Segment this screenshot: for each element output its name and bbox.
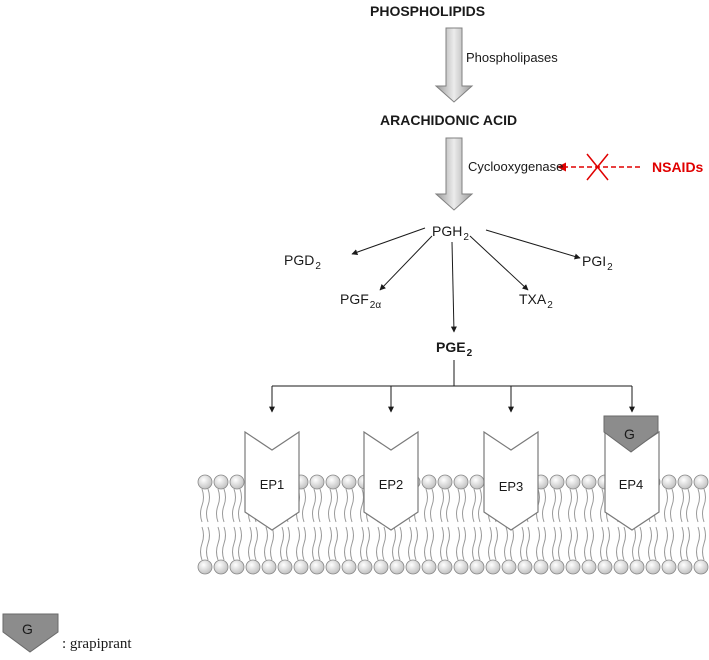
- receptor-distribution-lines: [269, 360, 635, 413]
- receptor-ep1: [244, 430, 300, 531]
- pgi2-label: PGI2: [582, 253, 613, 273]
- branch-arrow-txa2: [469, 235, 529, 291]
- block-cross-icon: [586, 153, 609, 181]
- receptor-label-ep3: EP3: [498, 479, 524, 494]
- conversion-arrow-1: [434, 27, 474, 103]
- receptor-ep2: [363, 430, 419, 531]
- arachidonic-acid-label: ARACHIDONIC ACID: [380, 112, 518, 128]
- receptor-label-ep4: EP4: [618, 477, 644, 492]
- antagonist-letter: G: [624, 426, 635, 442]
- pgh2-label: PGH2: [432, 223, 469, 243]
- branch-arrow-pgf2a: [379, 235, 433, 291]
- branch-arrow-pgi2: [485, 229, 581, 260]
- receptor-label-ep1: EP1: [259, 477, 285, 492]
- conversion-arrow-2: [434, 137, 474, 211]
- receptor-label-ep2: EP2: [378, 477, 404, 492]
- pgf2a-label: PGF2α: [340, 291, 382, 311]
- branch-arrow-pge2: [450, 241, 457, 333]
- legend-symbol-letter: G: [22, 621, 33, 637]
- legend-symbol: [2, 613, 59, 653]
- branch-arrow-pgd2: [351, 227, 426, 256]
- phospholipids-label: PHOSPHOLIPIDS: [370, 3, 486, 19]
- pge2-label: PGE2: [436, 339, 473, 359]
- grapiprant-antagonist: [603, 415, 659, 453]
- legend-text: : grapiprant: [62, 636, 132, 652]
- receptor-group: [244, 430, 660, 531]
- cyclooxygenase-label: Cyclooxygenase: [468, 159, 564, 174]
- pgd2-label: PGD2: [284, 252, 321, 272]
- txa2-label: TXA2: [519, 291, 553, 311]
- phospholipases-label: Phospholipases: [466, 50, 558, 65]
- receptor-ep3: [483, 430, 539, 531]
- nsaids-label: NSAIDs: [652, 159, 704, 175]
